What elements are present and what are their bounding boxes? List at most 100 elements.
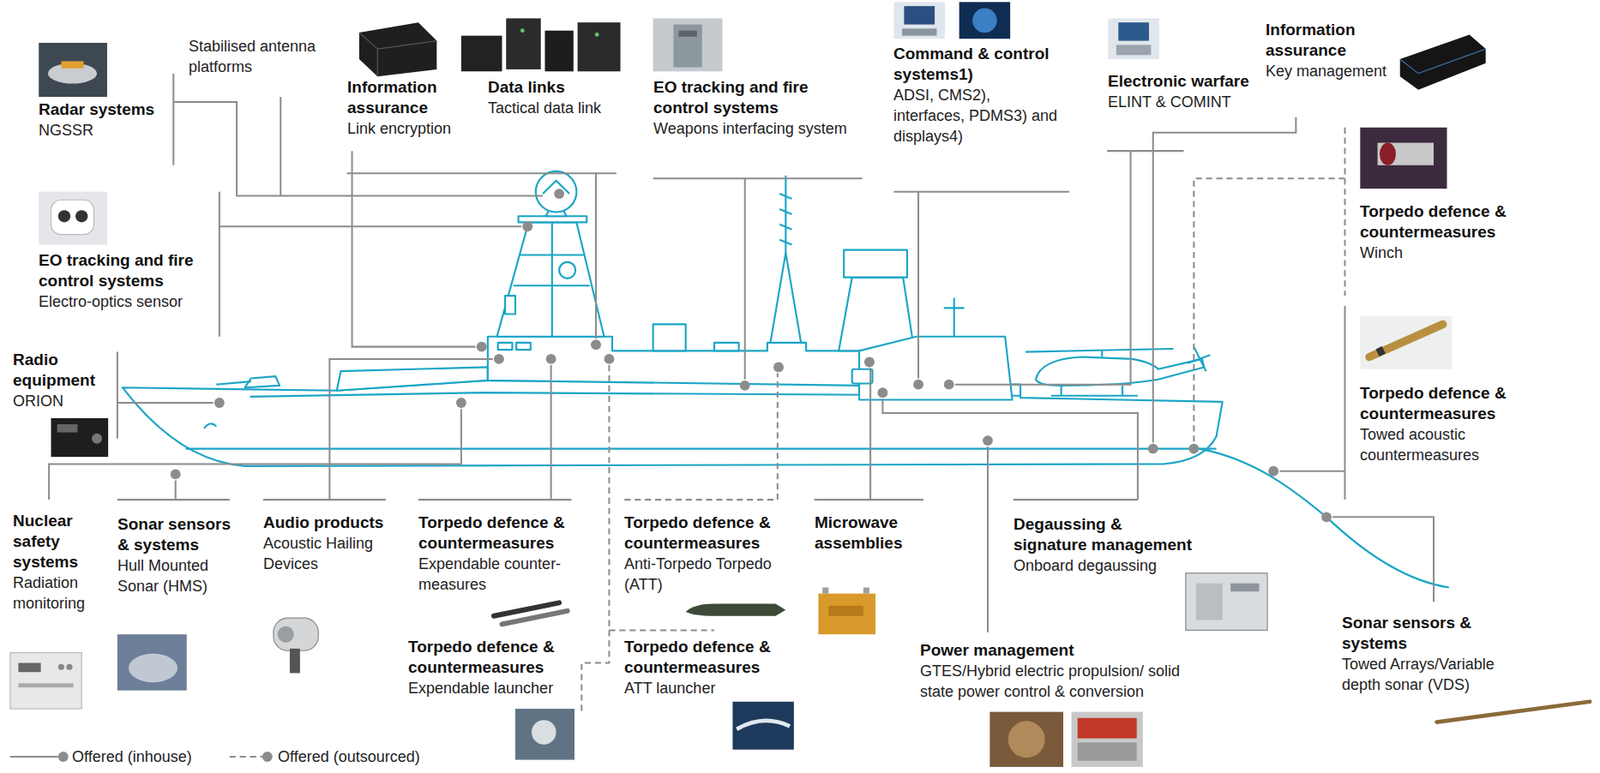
callout-heading: Electronic warfare — [1107, 71, 1258, 92]
connection-dot — [493, 354, 505, 365]
callout-text: Towed acoustic countermeasures — [1359, 424, 1532, 466]
product-photo — [58, 664, 65, 671]
leader-line — [1153, 117, 1297, 444]
product-photo — [128, 654, 178, 683]
connection-dot — [170, 188, 1332, 523]
leader-line — [1332, 517, 1434, 602]
product-photo — [359, 32, 437, 77]
product-photo — [66, 664, 73, 671]
ship-outline — [769, 252, 801, 343]
product-photo — [989, 712, 1064, 768]
product-photo — [863, 587, 870, 594]
legend-text: Offered (inhouse) — [72, 748, 193, 766]
callout-text: Stabilised antenna platforms — [188, 36, 339, 78]
callout: Torpedo defence & countermeasuresWinch — [1359, 201, 1532, 264]
product-photo — [1379, 143, 1396, 166]
legend-sample — [10, 756, 59, 758]
callout-heading: Information assurance — [347, 77, 468, 119]
callout-text: ORION — [12, 390, 116, 412]
product-photo — [75, 210, 88, 223]
ship-outline — [779, 175, 792, 253]
product-photo — [289, 649, 301, 674]
product-photo — [1118, 22, 1149, 41]
product-photo — [18, 683, 73, 688]
callout: Radar systemsNGSSR — [38, 99, 168, 141]
connection-dot — [476, 342, 488, 353]
product-photo — [10, 653, 82, 710]
product-photo — [1077, 742, 1137, 761]
product-photo — [273, 618, 319, 651]
callout: Electronic warfareELINT & COMINT — [1107, 71, 1258, 113]
leader-line-outsourced — [608, 629, 715, 632]
callout-heading: Torpedo defence & countermeasures — [418, 512, 590, 554]
callout: Torpedo defence & countermeasuresTowed a… — [1359, 383, 1532, 466]
ship-outline — [505, 295, 516, 314]
callout-heading: Command & control systems1) — [893, 43, 1065, 85]
ship-outline — [122, 380, 1223, 467]
connection-dot — [982, 435, 993, 446]
leader-line-outsourced — [1193, 127, 1345, 444]
product-photo — [515, 709, 575, 761]
callout: Sonar sensors & systemsHull Mounted Sona… — [117, 514, 238, 597]
product-photo — [893, 1, 945, 39]
leader-line — [352, 150, 476, 347]
connection-dot — [1321, 511, 1332, 523]
product-photo — [959, 1, 1011, 39]
callout: Torpedo defence & countermeasuresATT lau… — [624, 637, 796, 699]
connection-dot — [214, 397, 225, 409]
callout-text: ADSI, CMS2), interfaces, PDMS3) and disp… — [893, 84, 1065, 147]
callout-text: Weapons interfacing system — [653, 118, 868, 139]
connection-dot — [604, 354, 615, 365]
callout-heading: Torpedo defence & countermeasures — [624, 512, 796, 554]
leader-line — [48, 73, 1434, 633]
leader-line — [173, 73, 543, 197]
connection-dot — [546, 354, 557, 365]
product-photo — [1008, 721, 1046, 758]
callout-text: Anti-Torpedo Torpedo (ATT) — [624, 553, 796, 596]
product-photo — [57, 424, 79, 434]
connection-dot — [1188, 444, 1199, 455]
leader-line — [117, 352, 214, 440]
leader-line-outsourced — [581, 365, 609, 715]
callout-text: Expendable launcher — [408, 678, 580, 699]
leader-line — [955, 150, 1185, 385]
callout: Nuclear safety systemsRadiation monitori… — [12, 511, 95, 614]
product-photo — [1369, 324, 1444, 357]
leader-line — [814, 368, 924, 501]
leader-line-outsourced — [624, 373, 778, 501]
product-photo — [277, 626, 295, 644]
product-photo — [1077, 718, 1137, 740]
ship-outline — [497, 222, 605, 337]
product-photo — [117, 634, 187, 691]
product-photo — [1359, 127, 1447, 189]
leader-line — [653, 178, 863, 379]
ship-outline — [852, 369, 873, 385]
callout-text: Radiation monitoring — [12, 572, 95, 614]
callout-text: ATT launcher — [624, 678, 796, 699]
product-photo — [51, 418, 109, 458]
product-photo — [60, 60, 84, 68]
connection-dot — [1148, 444, 1159, 455]
product-photo — [505, 18, 541, 70]
product-photo — [502, 611, 568, 625]
connection-dot — [1268, 466, 1279, 477]
product-photo — [58, 210, 71, 223]
callout-text: Onboard degaussing — [1013, 555, 1196, 577]
callout-heading: Degaussing & signature management — [1013, 514, 1196, 556]
callout-text: Link encryption — [347, 118, 468, 139]
callout-heading: Sonar sensors & systems — [1341, 613, 1527, 655]
product-photo — [38, 42, 108, 97]
ship-outline — [216, 381, 251, 385]
product-photo — [822, 587, 829, 594]
product-photo — [18, 663, 41, 674]
connection-dot — [864, 357, 875, 368]
ship-outline — [204, 423, 217, 428]
ship-outline — [843, 250, 908, 278]
ship-outline — [186, 448, 1217, 451]
leader-line — [279, 96, 282, 196]
connection-dot — [739, 380, 751, 391]
product-photo — [359, 22, 437, 77]
connection-dot — [522, 221, 533, 232]
callout-text: ELINT & COMINT — [1107, 91, 1258, 113]
callout-heading: Torpedo defence & countermeasures — [624, 637, 796, 679]
